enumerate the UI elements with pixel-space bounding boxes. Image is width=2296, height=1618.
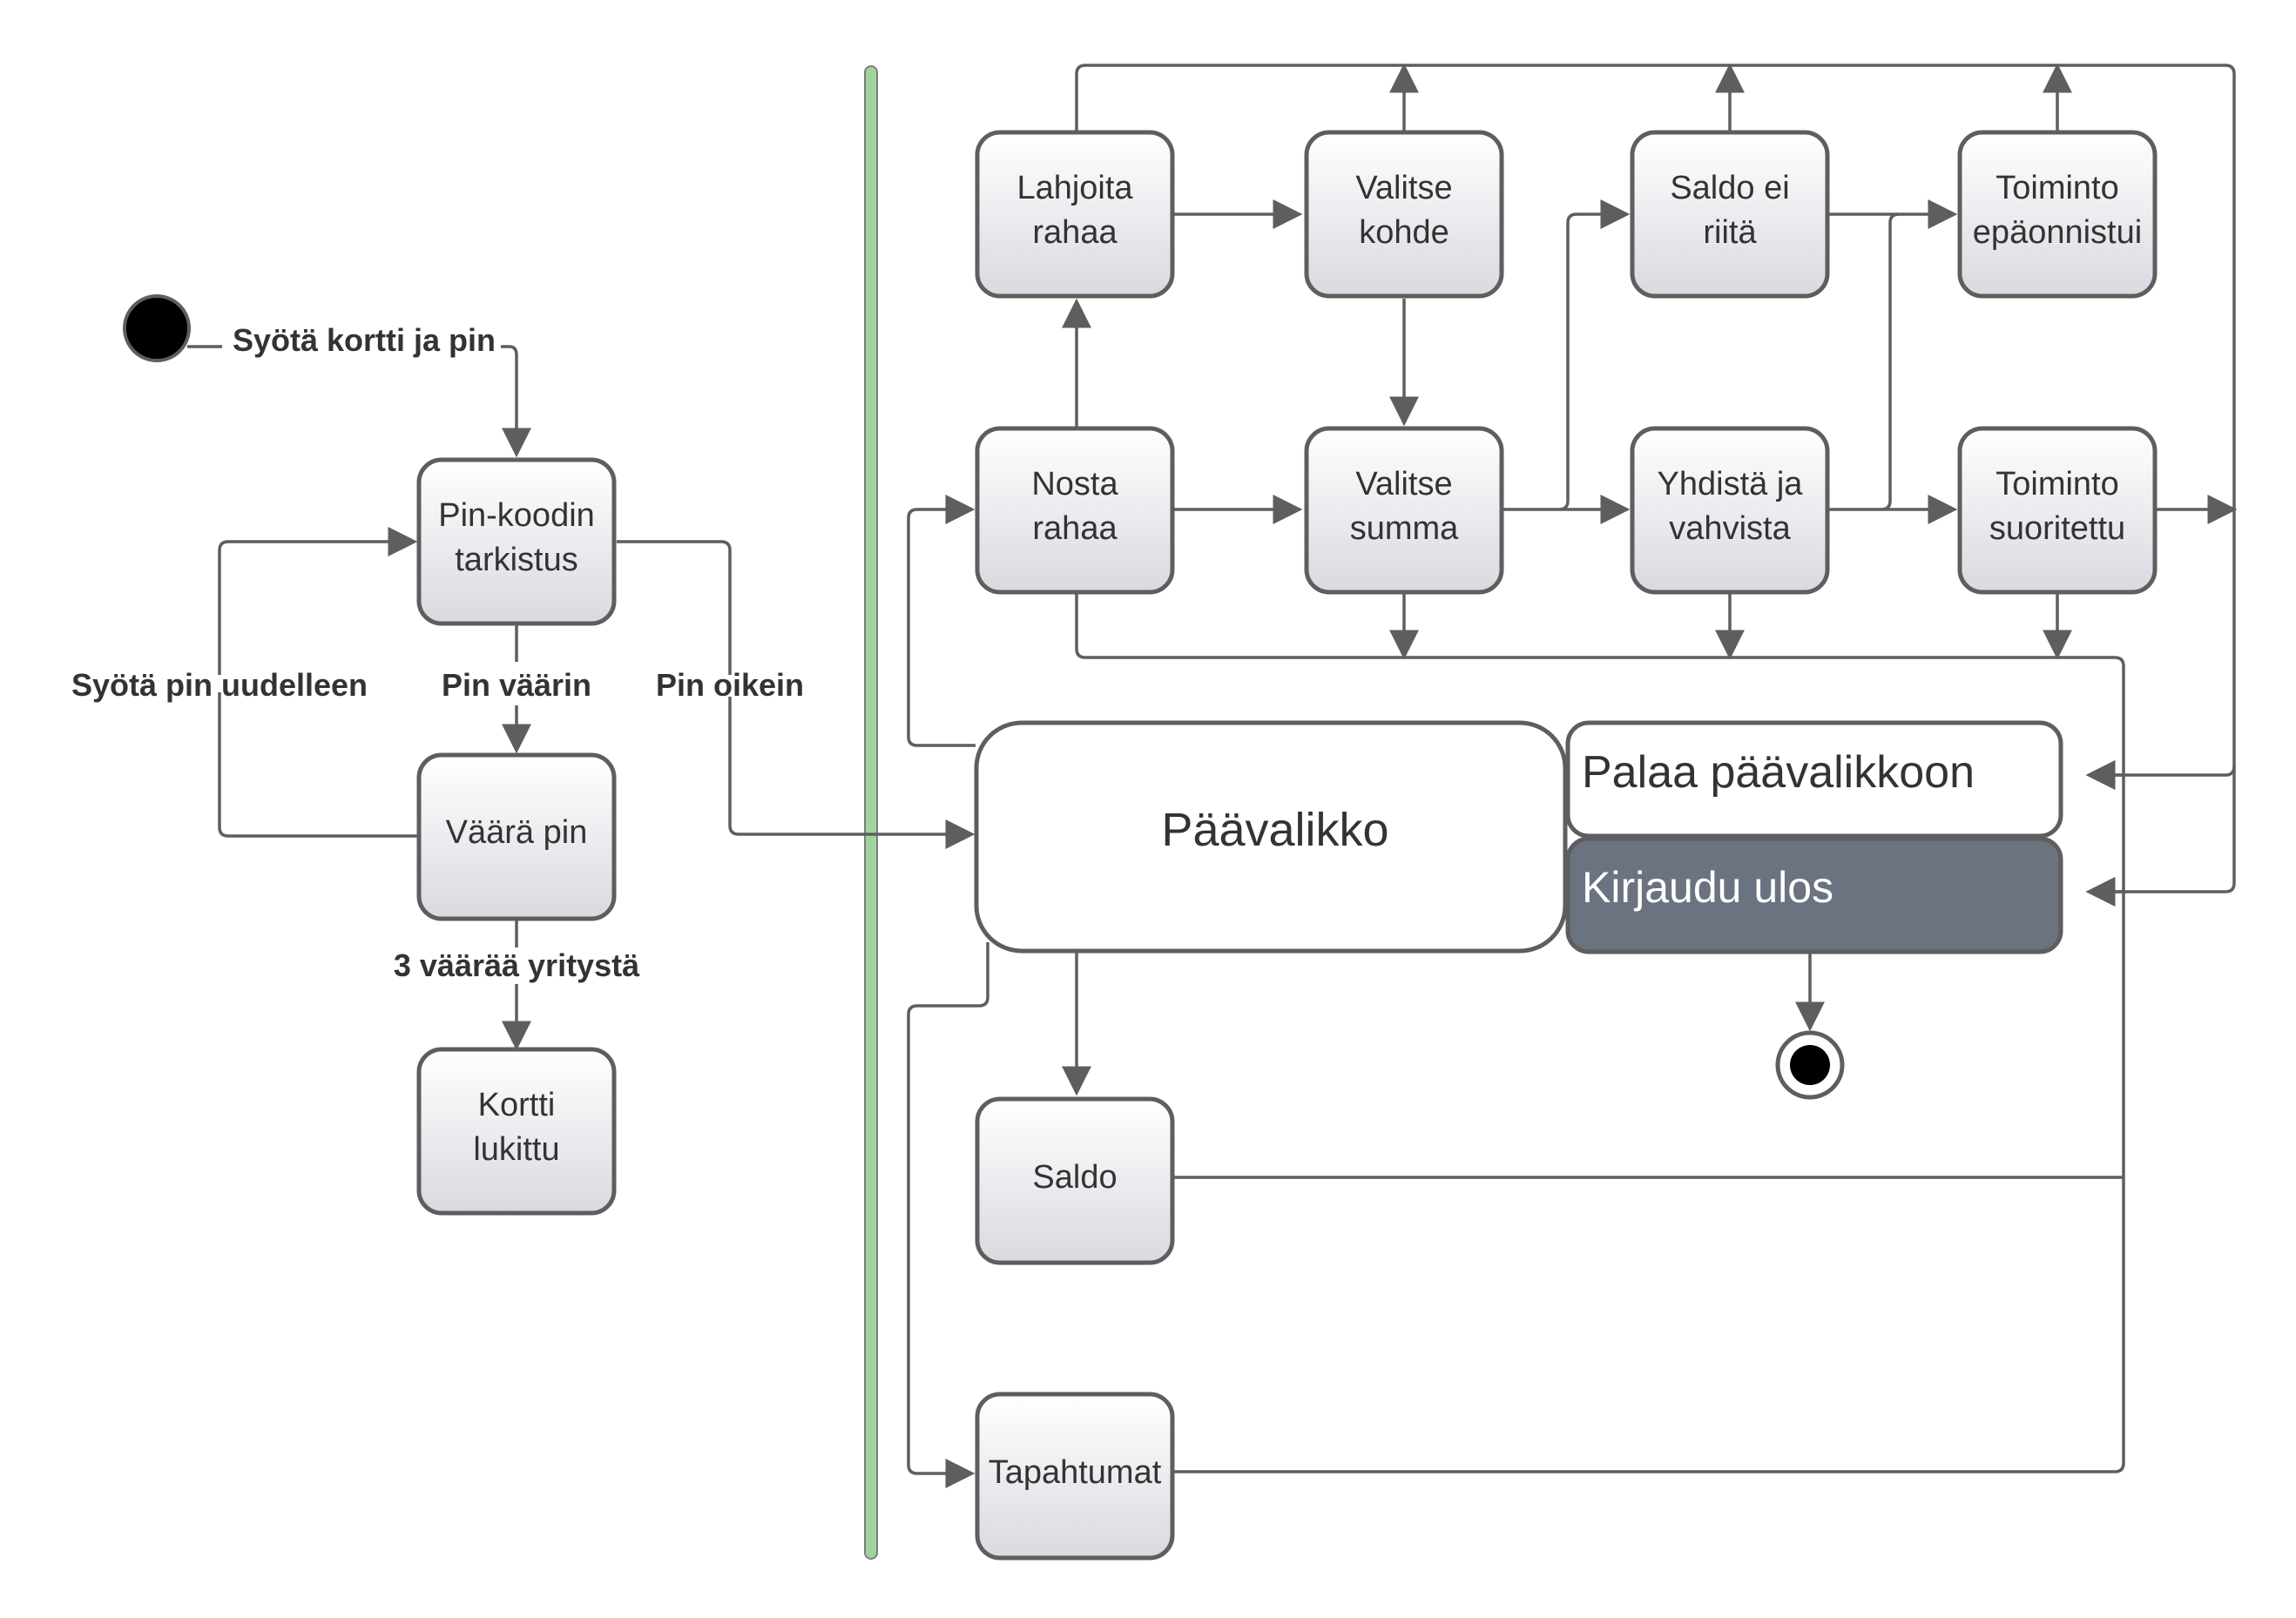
state-transactions-line1: Tapahtumat (989, 1454, 1162, 1491)
label-reenter-pin: Syötä pin uudelleen (71, 667, 368, 703)
state-connect-confirm-line1: Yhdistä ja (1658, 466, 1804, 502)
state-wrong-pin-line1: Väärä pin (446, 814, 588, 851)
state-choose-amount: Valitse summa (1304, 426, 1504, 595)
edge-right-to-logout (2085, 766, 2236, 907)
state-choose-amount-line1: Valitse (1355, 466, 1452, 502)
state-logout-label: Kirjaudu ulos (1582, 863, 1833, 912)
state-balance: Saldo (975, 1096, 1175, 1265)
state-withdraw-line1: Nosta (1031, 466, 1118, 502)
edge-start-to-pin-check (187, 345, 517, 455)
state-connect-confirm: Yhdistä ja vahvista (1630, 426, 1830, 595)
state-connect-confirm-line2: vahvista (1669, 510, 1791, 547)
edge-menu-to-transactions (907, 942, 989, 1488)
state-balance-insufficient-line2: riitä (1703, 214, 1757, 251)
state-operation-done-line1: Toiminto (1995, 466, 2119, 502)
state-operation-failed-line1: Toiminto (1995, 170, 2119, 206)
state-choose-target-line2: kohde (1359, 214, 1449, 251)
edge-menu-to-withdraw (907, 495, 976, 747)
label-three-wrong: 3 väärää yritystä (394, 947, 640, 983)
state-wrong-pin: Väärä pin (416, 752, 617, 921)
final-node (1775, 1030, 1845, 1100)
state-balance-insufficient: Saldo ei riitä (1630, 130, 1830, 299)
state-choose-target-line1: Valitse (1355, 170, 1452, 206)
edge-top-bus (1075, 64, 2236, 790)
label-insert-card: Syötä kortti ja pin (233, 322, 496, 358)
initial-node (123, 294, 191, 362)
state-choose-amount-line2: summa (1350, 510, 1459, 547)
state-card-locked-line2: lukittu (473, 1131, 559, 1168)
state-card-locked-line1: Kortti (478, 1087, 556, 1123)
svg-text:Tapahtumat: Tapahtumat (989, 1454, 1162, 1491)
swimlane-divider (864, 65, 878, 1560)
state-main-menu-label: Päävalikko (1161, 804, 1388, 856)
state-main-menu: Päävalikko (974, 720, 1568, 954)
edge-bottom-bus (1075, 592, 2125, 1473)
state-withdraw: Nosta rahaa (975, 426, 1175, 595)
state-pin-check-line2: tarkistus (455, 542, 577, 578)
state-transactions: Tapahtumat (975, 1392, 1175, 1561)
state-operation-done: Toiminto suoritettu (1957, 426, 2158, 595)
state-operation-failed-line2: epäonnistui (1973, 214, 2142, 251)
edges (187, 63, 2238, 1488)
state-operation-failed: Toiminto epäonnistui (1957, 130, 2158, 299)
state-return-main: Palaa päävalikkoon (1565, 720, 2063, 839)
state-withdraw-line2: rahaa (1032, 510, 1118, 547)
state-pin-check: Pin-koodin tarkistus (416, 457, 617, 626)
state-logout: Kirjaudu ulos (1565, 836, 2063, 954)
state-donate-line2: rahaa (1032, 214, 1118, 251)
label-pin-wrong: Pin väärin (442, 667, 591, 703)
state-balance-line1: Saldo (1032, 1159, 1117, 1196)
state-pin-check-line1: Pin-koodin (438, 497, 595, 534)
label-pin-correct: Pin oikein (656, 667, 804, 703)
state-balance-insufficient-line1: Saldo ei (1670, 170, 1789, 206)
state-return-main-label: Palaa päävalikkoon (1582, 747, 1975, 798)
edge-reenter-pin (218, 542, 418, 838)
state-donate: Lahjoita rahaa (975, 130, 1175, 299)
edge-pin-correct (617, 540, 972, 834)
edge-amount-to-insufficient (1558, 199, 1631, 511)
edge-confirm-to-failed (1881, 212, 1900, 511)
state-operation-done-line2: suoritettu (1989, 510, 2125, 547)
state-choose-target: Valitse kohde (1304, 130, 1504, 299)
svg-text:Saldo: Saldo (1032, 1159, 1117, 1196)
svg-text:Väärä pin: Väärä pin (446, 814, 588, 851)
state-donate-line1: Lahjoita (1016, 170, 1133, 206)
state-card-locked: Kortti lukittu (416, 1047, 617, 1216)
